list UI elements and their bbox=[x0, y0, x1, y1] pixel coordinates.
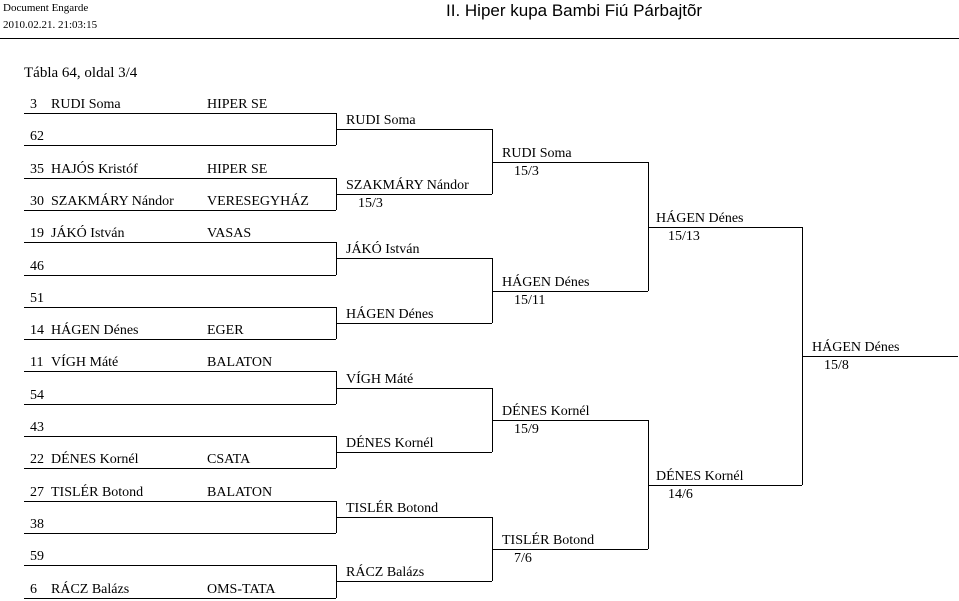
entry-seed: 3 bbox=[30, 97, 37, 112]
round3-score: 15/3 bbox=[514, 164, 539, 179]
entry-line bbox=[24, 404, 336, 405]
round3-line bbox=[492, 420, 648, 421]
print-datetime: 2010.02.21. 21:03:15 bbox=[3, 19, 98, 31]
round2-name: VÍGH Máté bbox=[346, 372, 414, 387]
entry-seed: 43 bbox=[30, 420, 44, 435]
entry-line bbox=[24, 242, 336, 243]
bracket-connector bbox=[492, 258, 493, 323]
entry-club: HIPER SE bbox=[207, 97, 268, 112]
round2-line bbox=[336, 452, 492, 453]
round2-line bbox=[336, 258, 492, 259]
round3-score: 15/9 bbox=[514, 422, 539, 437]
entry-line bbox=[24, 565, 336, 566]
round5-name: HÁGEN Dénes bbox=[812, 340, 900, 355]
entry-club: VERESEGYHÁZ bbox=[207, 194, 309, 209]
entry-name: HAJÓS Kristóf bbox=[51, 162, 138, 177]
entry-name: RÁCZ Balázs bbox=[51, 582, 130, 597]
entry-line bbox=[24, 113, 336, 114]
bracket-connector bbox=[648, 420, 649, 549]
round3-line bbox=[492, 162, 648, 163]
round3-line bbox=[492, 549, 648, 550]
entry-seed: 62 bbox=[30, 129, 44, 144]
entry-seed: 35 bbox=[30, 162, 44, 177]
entry-club: HIPER SE bbox=[207, 162, 268, 177]
round2-line bbox=[336, 517, 492, 518]
entry-line bbox=[24, 436, 336, 437]
entry-club: BALATON bbox=[207, 355, 273, 370]
entry-club: BALATON bbox=[207, 485, 273, 500]
entry-seed: 54 bbox=[30, 388, 44, 403]
entry-seed: 38 bbox=[30, 517, 44, 532]
entry-line bbox=[24, 307, 336, 308]
table-info: Tábla 64, oldal 3/4 bbox=[24, 65, 138, 81]
entry-name: HÁGEN Dénes bbox=[51, 323, 139, 338]
entry-line bbox=[24, 275, 336, 276]
round2-name: TISLÉR Botond bbox=[346, 501, 439, 516]
entry-line bbox=[24, 468, 336, 469]
entry-seed: 11 bbox=[30, 355, 44, 370]
round3-name: DÉNES Kornél bbox=[502, 404, 590, 419]
round4-line bbox=[648, 485, 802, 486]
round5-line bbox=[802, 356, 958, 357]
app-name: Document Engarde bbox=[3, 2, 89, 14]
round3-name: TISLÉR Botond bbox=[502, 533, 595, 548]
round4-name: DÉNES Kornél bbox=[656, 469, 744, 484]
entry-name: SZAKMÁRY Nándor bbox=[51, 194, 174, 209]
entry-line bbox=[24, 210, 336, 211]
entry-name: TISLÉR Botond bbox=[51, 485, 144, 500]
round2-score: 15/3 bbox=[358, 196, 383, 211]
entry-seed: 46 bbox=[30, 259, 44, 274]
entry-club: CSATA bbox=[207, 452, 251, 467]
round2-name: RUDI Soma bbox=[346, 113, 416, 128]
entry-name: VÍGH Máté bbox=[51, 355, 119, 370]
entry-club: EGER bbox=[207, 323, 244, 338]
entry-seed: 22 bbox=[30, 452, 44, 467]
entry-line bbox=[24, 145, 336, 146]
round4-line bbox=[648, 227, 802, 228]
page-title: II. Hiper kupa Bambi Fiú Párbajtõr bbox=[446, 1, 703, 20]
round4-name: HÁGEN Dénes bbox=[656, 211, 744, 226]
round4-score: 14/6 bbox=[668, 487, 693, 502]
round2-name: DÉNES Kornél bbox=[346, 436, 434, 451]
entry-club: OMS-TATA bbox=[207, 582, 276, 597]
bracket-connector bbox=[648, 162, 649, 291]
entry-line bbox=[24, 371, 336, 372]
round3-name: HÁGEN Dénes bbox=[502, 275, 590, 290]
entry-line bbox=[24, 598, 336, 599]
round3-score: 7/6 bbox=[514, 551, 532, 566]
entry-seed: 19 bbox=[30, 226, 44, 241]
entry-name: JÁKÓ István bbox=[51, 226, 125, 241]
round2-line bbox=[336, 388, 492, 389]
entry-line bbox=[24, 533, 336, 534]
entry-line bbox=[24, 178, 336, 179]
round2-name: SZAKMÁRY Nándor bbox=[346, 178, 469, 193]
round3-score: 15/11 bbox=[514, 293, 546, 308]
bracket-connector bbox=[336, 371, 337, 404]
round5-score: 15/8 bbox=[824, 358, 849, 373]
round2-name: RÁCZ Balázs bbox=[346, 565, 425, 580]
entry-seed: 59 bbox=[30, 549, 44, 564]
round2-line bbox=[336, 129, 492, 130]
round4-score: 15/13 bbox=[668, 229, 700, 244]
round2-name: JÁKÓ István bbox=[346, 242, 420, 257]
entry-club: VASAS bbox=[207, 226, 252, 241]
round2-line bbox=[336, 323, 492, 324]
round3-line bbox=[492, 291, 648, 292]
entry-name: RUDI Soma bbox=[51, 97, 121, 112]
round2-line bbox=[336, 581, 492, 582]
bracket-connector bbox=[492, 129, 493, 194]
entry-seed: 27 bbox=[30, 485, 44, 500]
round2-line bbox=[336, 194, 492, 195]
entry-seed: 6 bbox=[30, 582, 37, 597]
entry-line bbox=[24, 339, 336, 340]
entry-seed: 30 bbox=[30, 194, 44, 209]
header-bar bbox=[0, 0, 959, 39]
entry-seed: 14 bbox=[30, 323, 44, 338]
entry-seed: 51 bbox=[30, 291, 44, 306]
round3-name: RUDI Soma bbox=[502, 146, 572, 161]
entry-name: DÉNES Kornél bbox=[51, 452, 139, 467]
round2-name: HÁGEN Dénes bbox=[346, 307, 434, 322]
entry-line bbox=[24, 501, 336, 502]
